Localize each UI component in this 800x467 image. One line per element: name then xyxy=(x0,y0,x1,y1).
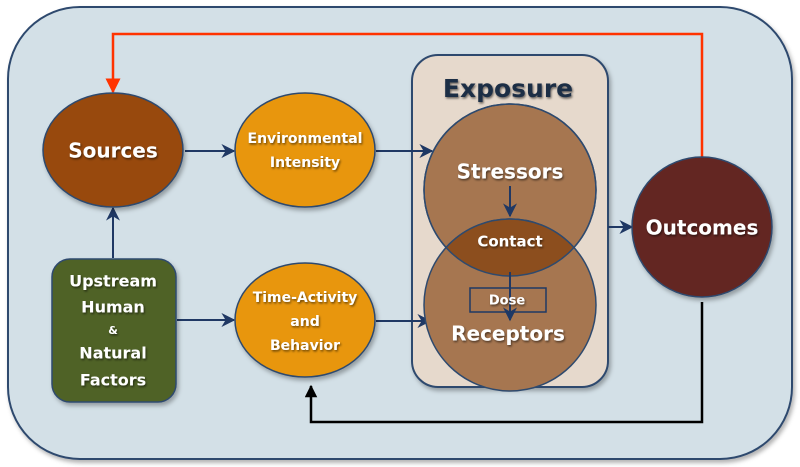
feedback-arrow-outcomes-to-behavior xyxy=(304,302,704,424)
node-environmental-intensity xyxy=(234,92,376,208)
dose-label: Dose xyxy=(489,294,525,309)
upstream-line5: Factors xyxy=(80,371,146,390)
receptors-label: Receptors xyxy=(451,322,565,346)
stressors-label: Stressors xyxy=(457,160,564,184)
dose-box xyxy=(469,287,547,313)
env-label-line1: Environmental xyxy=(248,131,363,147)
contact-label: Contact xyxy=(477,233,542,251)
node-sources xyxy=(42,92,184,208)
behavior-line3: Behavior xyxy=(270,338,340,354)
env-label-line2: Intensity xyxy=(270,155,340,171)
upstream-line4: Natural xyxy=(79,344,146,363)
node-contact xyxy=(424,218,596,276)
feedback-arrow-outcomes-to-sources xyxy=(105,32,704,158)
exposure-title: Exposure xyxy=(443,74,573,103)
node-time-activity xyxy=(234,262,376,378)
upstream-line2: Human xyxy=(81,298,145,317)
behavior-line1: Time-Activity xyxy=(253,290,358,306)
outcomes-label: Outcomes xyxy=(646,216,759,240)
upstream-line1: Upstream xyxy=(69,272,157,291)
node-outcomes xyxy=(631,156,773,298)
node-upstream-factors xyxy=(51,258,177,403)
upstream-line3: & xyxy=(108,324,118,337)
behavior-line2: and xyxy=(290,314,319,330)
sources-label: Sources xyxy=(68,139,158,163)
